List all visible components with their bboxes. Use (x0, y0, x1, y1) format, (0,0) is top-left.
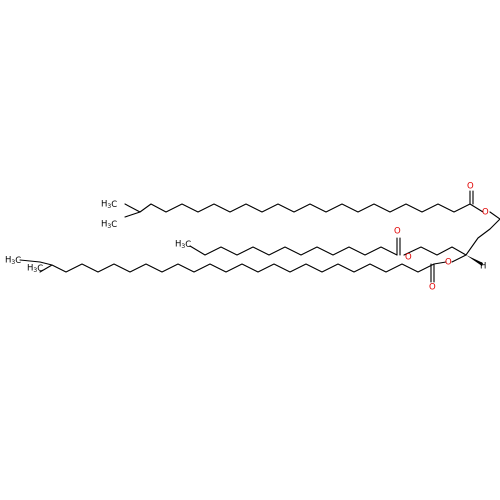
carbonyl-oxygen-b: O (394, 227, 401, 237)
methyl-label-a2: H3C (101, 220, 117, 230)
glycerol-o3-bond (451, 254, 467, 263)
chain-c-branch (39, 261, 53, 266)
stereo-hydrogen: H (480, 262, 486, 272)
ester-oxygen-a: O (482, 208, 489, 218)
ester-oxygen-b: O (405, 253, 412, 263)
carbonyl-oxygen-a: O (467, 182, 474, 192)
methyl-label-a1: H3C (101, 200, 117, 210)
chain-c-branch-2 (19, 259, 41, 263)
methyl-label-c2: H3C (27, 264, 43, 274)
chain-c-bonds (39, 261, 447, 273)
chain-a-bonds (124, 203, 484, 213)
carbonyl-oxygen-c: O (429, 283, 436, 293)
chain-b-bonds (189, 245, 398, 256)
methyl-label-b: H3C (175, 240, 191, 250)
stereo-wedge (466, 255, 483, 266)
chain-a-branch (124, 211, 141, 218)
methyl-label-c1: H3C (5, 256, 21, 266)
ester-oxygen-c: O (445, 258, 452, 268)
glycerol-backbone (403, 211, 500, 256)
